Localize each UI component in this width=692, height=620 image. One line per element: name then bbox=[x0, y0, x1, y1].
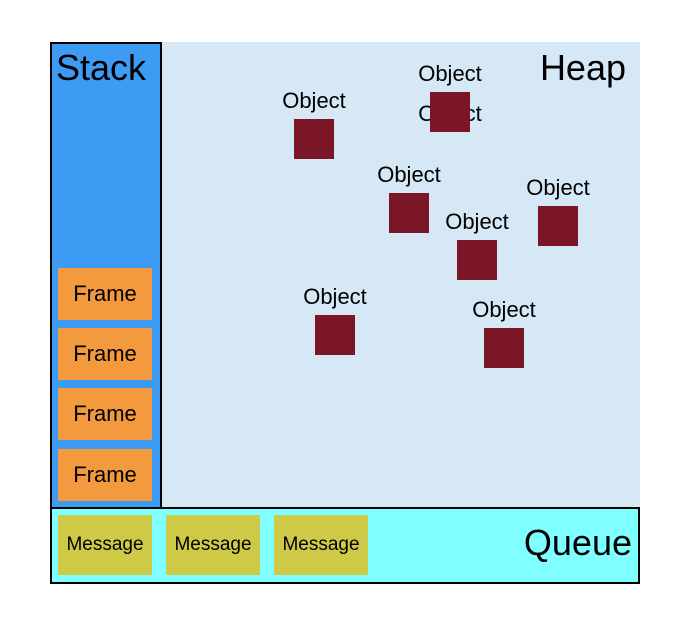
object-box bbox=[389, 193, 429, 233]
queue-message: Message bbox=[274, 515, 368, 575]
heap-object: Object bbox=[272, 88, 356, 169]
queue-region: Message Message Message Queue bbox=[50, 507, 640, 584]
heap-object: Object bbox=[418, 101, 651, 185]
heap-object: Object bbox=[516, 175, 600, 256]
object-label: Object bbox=[377, 162, 441, 187]
object-label: Object bbox=[282, 88, 346, 113]
object-label: Object bbox=[526, 175, 590, 200]
queue-message: Message bbox=[58, 515, 152, 575]
object-label: Object bbox=[445, 209, 509, 234]
stack-frame: Frame bbox=[58, 449, 152, 501]
object-label: Object bbox=[418, 61, 482, 86]
stack-frame: Frame bbox=[58, 268, 152, 320]
object-box bbox=[430, 92, 470, 132]
heap-object: Object bbox=[408, 61, 492, 142]
queue-title: Queue bbox=[523, 522, 632, 563]
object-box bbox=[484, 328, 524, 368]
queue-message: Message bbox=[166, 515, 260, 575]
object-box bbox=[294, 119, 334, 159]
object-box bbox=[457, 240, 497, 280]
heap-object: Object bbox=[462, 297, 546, 378]
object-label: Object bbox=[303, 284, 367, 309]
stack-title: Stack bbox=[56, 47, 147, 88]
object-box bbox=[315, 315, 355, 355]
heap-object: Object bbox=[367, 162, 451, 243]
heap-object: Object bbox=[293, 284, 377, 365]
stack-region: Stack Frame Frame Frame Frame bbox=[50, 42, 162, 509]
stack-frame: Frame bbox=[58, 328, 152, 380]
object-box bbox=[538, 206, 578, 246]
heap-object: Object bbox=[435, 209, 519, 290]
heap-title: Heap bbox=[539, 47, 626, 88]
stack-frame: Frame bbox=[58, 388, 152, 440]
object-label: Object bbox=[472, 297, 536, 322]
heap-region: Heap Object Object Object Object Object … bbox=[160, 42, 640, 507]
